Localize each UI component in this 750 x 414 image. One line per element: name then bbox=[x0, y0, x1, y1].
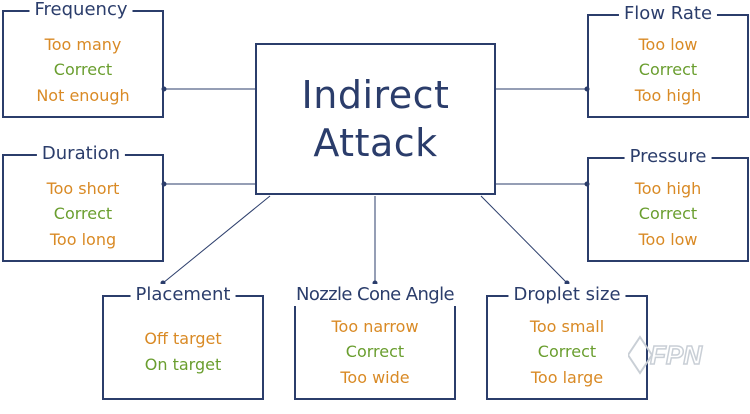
flow-rate-title: Flow Rate bbox=[618, 3, 718, 25]
placement-title: Placement bbox=[130, 284, 236, 306]
placement-box: Off target On target bbox=[102, 295, 264, 400]
flow-rate-box: Too low Correct Too high bbox=[587, 14, 749, 118]
connector-droplet bbox=[480, 195, 568, 284]
droplet-size-option-1: Too small bbox=[529, 317, 605, 336]
frequency-title: Frequency bbox=[29, 0, 133, 21]
pressure-option-3: Too low bbox=[638, 230, 698, 249]
flow-rate-option-1: Too low bbox=[638, 35, 698, 54]
central-node: Indirect Attack bbox=[255, 43, 496, 195]
droplet-size-option-2: Correct bbox=[537, 342, 597, 361]
watermark-diamond-icon bbox=[628, 335, 654, 375]
duration-option-1: Too short bbox=[46, 179, 120, 198]
central-node-title-line-1: Indirect bbox=[301, 73, 450, 117]
nozzle-cone-angle-title: Nozzle Cone Angle bbox=[294, 284, 456, 306]
flow-rate-option-3: Too high bbox=[634, 86, 702, 105]
flow-rate-option-2: Correct bbox=[638, 60, 698, 79]
connector-placement bbox=[162, 195, 271, 284]
watermark-text: FPN bbox=[650, 340, 703, 370]
nozzle-cone-angle-option-3: Too wide bbox=[340, 368, 410, 387]
droplet-size-title: Droplet size bbox=[508, 284, 626, 306]
placement-option-2: On target bbox=[144, 355, 222, 374]
frequency-option-1: Too many bbox=[44, 35, 122, 54]
central-node-title-line-2: Attack bbox=[313, 121, 438, 165]
frequency-option-2: Correct bbox=[53, 60, 113, 79]
duration-title: Duration bbox=[36, 143, 126, 165]
frequency-box: Too many Correct Not enough bbox=[2, 10, 164, 118]
placement-option-1: Off target bbox=[144, 329, 222, 348]
duration-option-2: Correct bbox=[53, 204, 113, 223]
droplet-size-box: Too small Correct Too large bbox=[486, 295, 648, 400]
pressure-title: Pressure bbox=[624, 146, 712, 168]
frequency-option-3: Not enough bbox=[36, 86, 130, 105]
pressure-box: Too high Correct Too low bbox=[587, 157, 749, 262]
duration-box: Too short Correct Too long bbox=[2, 154, 164, 262]
pressure-option-1: Too high bbox=[634, 179, 702, 198]
nozzle-cone-angle-option-1: Too narrow bbox=[331, 317, 419, 336]
nozzle-cone-angle-option-2: Correct bbox=[345, 342, 405, 361]
droplet-size-option-3: Too large bbox=[530, 368, 604, 387]
watermark-logo: FPN bbox=[628, 335, 704, 375]
pressure-option-2: Correct bbox=[638, 204, 698, 223]
duration-option-3: Too long bbox=[49, 230, 117, 249]
nozzle-cone-angle-box: Too narrow Correct Too wide bbox=[294, 295, 456, 400]
